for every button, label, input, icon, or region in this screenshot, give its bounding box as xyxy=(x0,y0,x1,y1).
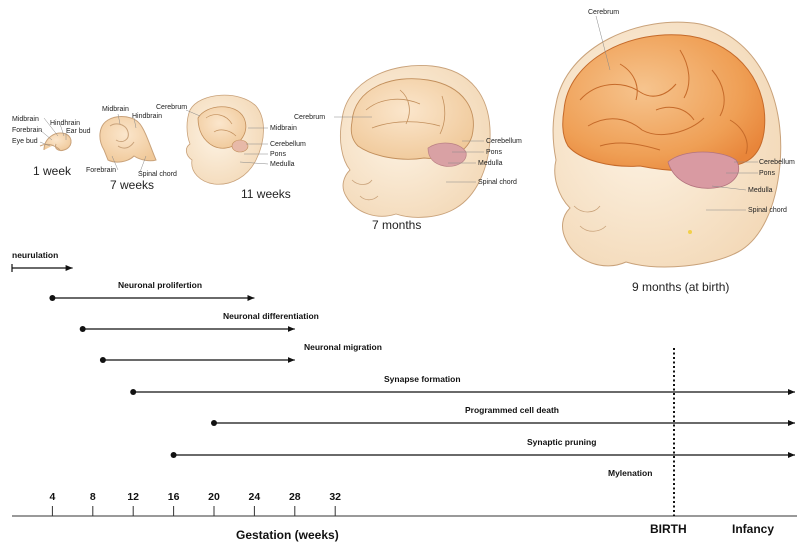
stage-4-label-cerebrum: Cerebrum xyxy=(294,114,325,121)
process-label-7: Mylenation xyxy=(608,468,652,478)
embryo-7-weeks-illustration xyxy=(100,114,156,172)
stage-4-caption: 7 months xyxy=(372,218,421,232)
process-start-dot-3 xyxy=(100,357,106,363)
birth-label: BIRTH xyxy=(650,522,687,536)
stage-1-label-forebrain: Forebrain xyxy=(12,127,42,134)
stage-2-label-forebrain: Forebrain xyxy=(86,167,116,174)
stage-3-caption: 11 weeks xyxy=(241,187,291,201)
process-start-dot-4 xyxy=(130,389,136,395)
process-start-dot-5 xyxy=(211,420,217,426)
stage-1-caption: 1 week xyxy=(33,164,72,178)
stage-3-label-cerebellum: Cerebellum xyxy=(270,141,306,148)
stage-5-label-medulla: Medulla xyxy=(748,187,773,194)
stage-4-label-spinal-chord: Spinal chord xyxy=(478,179,517,186)
stage-2-label-hindbrain: Hindbrain xyxy=(132,113,162,120)
process-start-dot-1 xyxy=(49,295,55,301)
process-label-1: Neuronal prolifertion xyxy=(118,280,202,290)
stage-3-label-pons: Pons xyxy=(270,151,286,158)
stage-3-label-medulla: Medulla xyxy=(270,161,295,168)
stage-1-label-eye-bud: Eye bud xyxy=(12,138,38,145)
stage-5-label-cerebellum: Cerebellum xyxy=(759,159,795,166)
stage-2-caption: 7 weeks xyxy=(110,178,154,192)
fetus-7-months-illustration xyxy=(334,65,490,217)
stage-4-label-cerebellum: Cerebellum xyxy=(486,138,522,145)
tick-label-32: 32 xyxy=(329,491,341,503)
tick-label-8: 8 xyxy=(90,491,96,503)
tick-label-28: 28 xyxy=(289,491,301,503)
stage-1-label-midbrain: Midbrain xyxy=(12,116,39,123)
process-label-0: neurulation xyxy=(12,250,58,260)
stage-1-label-ear-bud: Ear bud xyxy=(66,128,91,135)
stage-5-label-cerebrum: Cerebrum xyxy=(588,9,619,16)
process-label-3: Neuronal migration xyxy=(304,342,382,352)
stage-3-label-midbrain: Midbrain xyxy=(270,125,297,132)
stage-2-label-midbrain: Midbrain xyxy=(102,106,129,113)
tick-label-12: 12 xyxy=(127,491,139,503)
process-label-6: Synaptic pruning xyxy=(527,437,596,447)
stage-5-label-pons: Pons xyxy=(759,170,775,177)
fetus-11-weeks-illustration xyxy=(186,95,268,184)
stage-5-caption: 9 months (at birth) xyxy=(632,280,729,294)
process-start-dot-6 xyxy=(171,452,177,458)
tick-label-4: 4 xyxy=(49,491,55,503)
process-label-5: Programmed cell death xyxy=(465,405,559,415)
infancy-label: Infancy xyxy=(732,522,774,536)
process-label-4: Synapse formation xyxy=(384,374,461,384)
stage-2-label-spinal-chord: Spinal chord xyxy=(138,171,177,178)
stage-4-label-pons: Pons xyxy=(486,149,502,156)
tick-label-24: 24 xyxy=(249,491,261,503)
tick-label-16: 16 xyxy=(168,491,180,503)
fetus-9-months-illustration xyxy=(553,16,781,267)
process-label-2: Neuronal differentiation xyxy=(223,311,319,321)
stage-5-label-spinal-chord: Spinal chord xyxy=(748,207,787,214)
stage-1-label-hindbrain: Hindhrain xyxy=(50,120,80,127)
stage-3-label-cerebrum: Cerebrum xyxy=(156,104,187,111)
tick-label-20: 20 xyxy=(208,491,220,503)
stage-4-label-medulla: Medulla xyxy=(478,160,503,167)
process-start-dot-2 xyxy=(80,326,86,332)
axis-label-gestation: Gestation (weeks) xyxy=(236,528,339,542)
